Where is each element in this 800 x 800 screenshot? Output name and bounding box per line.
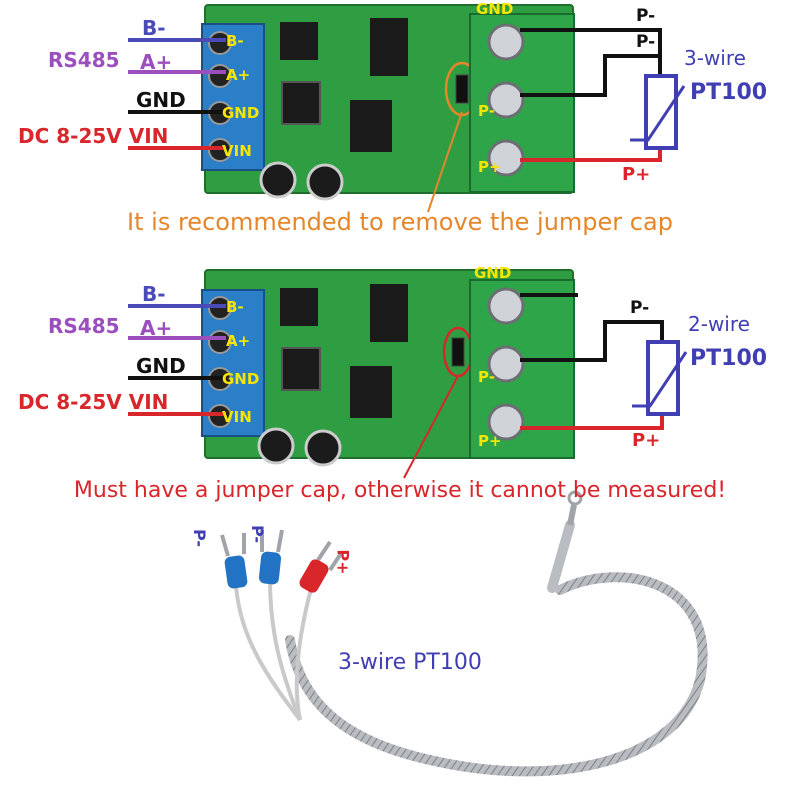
braided-cable — [285, 572, 708, 777]
regulator-chip — [281, 81, 321, 125]
bottom-pt100-symbol — [632, 340, 688, 416]
required-notice: Must have a jumper cap, otherwise it can… — [73, 478, 727, 503]
chip-ic2 — [370, 284, 408, 342]
label-rs485: RS485 — [48, 314, 120, 338]
sensor-name: PT100 — [690, 346, 768, 371]
probe-label-p-minus-2: P- — [636, 32, 656, 52]
probe-label-p-plus: P+ — [622, 164, 651, 185]
bottom-left-wires — [128, 304, 226, 416]
label-rs485: RS485 — [48, 48, 120, 72]
jumper-cap — [451, 337, 465, 367]
pin-vin: VIN — [222, 142, 252, 160]
pin-b: B- — [226, 32, 244, 50]
lead-label-p-plus: P+ — [333, 549, 353, 575]
fork-tip — [316, 540, 344, 572]
capacitor — [304, 429, 342, 467]
capacitor — [259, 161, 297, 199]
sensor-name: PT100 — [690, 80, 768, 105]
label-b-minus: B- — [142, 282, 166, 306]
lead-wire — [268, 579, 302, 721]
probe-caption: 3-wire PT100 — [338, 650, 482, 675]
pin-p-plus-right: P+ — [478, 432, 502, 450]
label-power: DC 8-25V VIN — [18, 390, 169, 414]
label-gnd: GND — [136, 88, 186, 112]
chip-ic2 — [370, 18, 408, 76]
top-right-wires — [520, 28, 662, 162]
blue-crimp-terminal — [258, 551, 282, 585]
chip-ic1 — [280, 22, 318, 60]
pin-gnd: GND — [222, 370, 260, 388]
pin-p-plus-right: P+ — [478, 158, 502, 176]
fork-tip — [260, 529, 284, 553]
pin-b: B- — [226, 298, 244, 316]
probe-label-p-minus-1: P- — [636, 6, 656, 26]
ring-terminal-hole — [567, 490, 583, 506]
lead-label-p-minus-1: P- — [190, 528, 210, 548]
pin-gnd-right: GND — [474, 264, 512, 282]
capacitor — [306, 163, 344, 201]
probe-tube — [547, 520, 575, 593]
green-terminal-screws — [487, 23, 525, 177]
fork-tip — [220, 533, 246, 557]
chip-ic1 — [280, 288, 318, 326]
sensor-caption: 3-wire — [684, 46, 746, 70]
top-pointer-line — [427, 111, 463, 213]
pt100-probe-photo — [220, 490, 708, 777]
capacitor — [257, 427, 295, 465]
bottom-right-wires — [520, 293, 664, 430]
jumper-cap — [455, 74, 469, 104]
sensor-caption: 2-wire — [688, 312, 750, 336]
pin-a: A+ — [226, 332, 251, 350]
regulator-chip — [281, 347, 321, 391]
top-pt100-symbol — [630, 74, 686, 150]
lead-label-p-minus-2: P- — [248, 524, 268, 544]
chip-ic3 — [350, 366, 392, 418]
lead-wire — [234, 584, 302, 722]
pin-gnd-right: GND — [476, 0, 514, 18]
label-a-plus: A+ — [140, 316, 173, 340]
pin-p-minus-right: P- — [478, 368, 495, 386]
chip-ic3 — [350, 100, 392, 152]
pin-a: A+ — [226, 66, 251, 84]
pin-vin: VIN — [222, 408, 252, 426]
label-power: DC 8-25V VIN — [18, 124, 169, 148]
pin-gnd: GND — [222, 104, 260, 122]
label-a-plus: A+ — [140, 50, 173, 74]
blue-crimp-terminal — [224, 555, 248, 589]
pin-p-minus-right: P- — [478, 102, 495, 120]
lead-wire — [294, 584, 314, 721]
bottom-panel-board — [201, 269, 575, 467]
ring-terminal — [567, 504, 577, 526]
green-terminal-screws — [487, 287, 525, 441]
top-panel-board — [201, 4, 575, 201]
bottom-pointer-line — [403, 375, 459, 479]
recommend-notice: It is recommended to remove the jumper c… — [127, 208, 673, 236]
red-crimp-terminal — [299, 559, 329, 593]
probe-label-p-minus: P- — [630, 298, 650, 318]
label-b-minus: B- — [142, 16, 166, 40]
top-left-wires — [128, 38, 226, 150]
label-gnd: GND — [136, 354, 186, 378]
probe-label-p-plus: P+ — [632, 430, 661, 451]
